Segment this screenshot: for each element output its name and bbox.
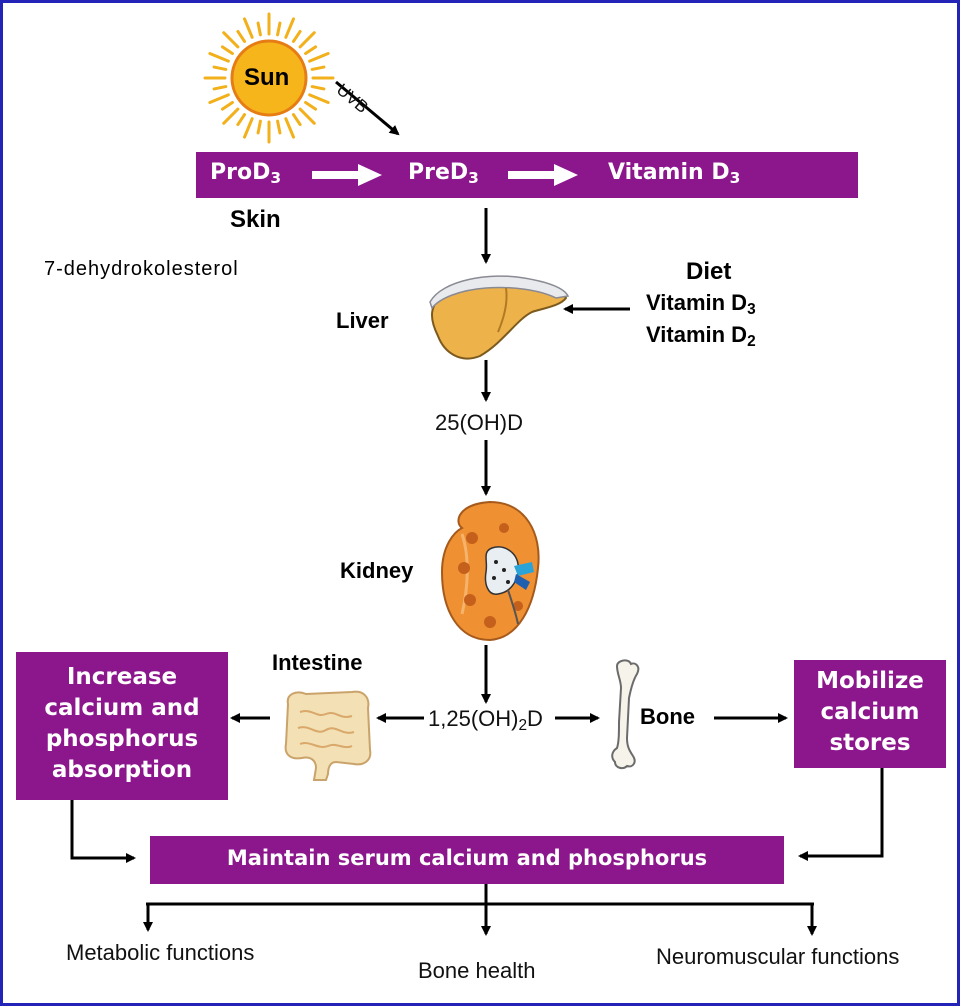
sun-ray xyxy=(298,107,316,125)
mobilize-stores-text: Mobilize calcium stores xyxy=(816,668,924,756)
sun-ray xyxy=(212,65,228,71)
bone-label: Bone xyxy=(640,704,695,729)
increase-absorption-text: Increase calcium and phosphorus absorpti… xyxy=(44,664,200,783)
sun-ray xyxy=(243,17,254,39)
sun-ray xyxy=(276,119,282,135)
sun-ray xyxy=(284,17,295,39)
sun-ray xyxy=(208,93,230,104)
vitamin-d3-label: Vitamin D3 xyxy=(608,160,741,187)
bone-icon xyxy=(611,659,640,770)
sun-ray xyxy=(236,29,247,43)
sun-ray xyxy=(291,113,302,127)
sun-ray xyxy=(304,45,318,56)
liver-icon xyxy=(429,275,570,360)
sun-ray xyxy=(256,119,262,135)
diet-vitamin-d3: Vitamin D3 xyxy=(646,290,756,318)
skin-label: Skin xyxy=(230,206,281,233)
sun-ray xyxy=(222,107,240,125)
sun-ray xyxy=(310,65,326,71)
prod-to-pred-arrow xyxy=(312,164,382,186)
sun-ray xyxy=(236,113,247,127)
sun-ray xyxy=(208,52,230,63)
pred-to-vitd-arrow xyxy=(508,164,578,186)
sun-ray xyxy=(308,52,330,63)
diet-title: Diet xyxy=(686,258,732,285)
sun-ray xyxy=(276,21,282,37)
outcome-bone-health: Bone health xyxy=(418,958,536,983)
sun-ray xyxy=(212,85,228,91)
liver-label: Liver xyxy=(336,308,389,333)
sun-ray xyxy=(308,93,330,104)
sun-ray xyxy=(256,21,262,37)
right-box-to-maintain-arrow xyxy=(798,768,884,861)
kidney-label: Kidney xyxy=(340,558,414,583)
kidney-icon xyxy=(440,500,540,642)
pred3-label: PreD3 xyxy=(408,160,479,187)
maintain-banner xyxy=(150,836,784,884)
sun-ray xyxy=(243,117,254,139)
maintain-banner-text: Maintain serum calcium and phosphorus xyxy=(226,846,708,870)
sun-ray xyxy=(310,85,326,91)
intestine-label: Intestine xyxy=(272,650,363,675)
increase-absorption-box xyxy=(16,652,228,800)
annotation-7-dehydrokolesterol: 7-dehydrokolesterol xyxy=(44,258,239,280)
sun-icon xyxy=(203,12,335,144)
sun-label: Sun xyxy=(244,64,290,91)
sun-ray xyxy=(284,117,295,139)
left-box-to-maintain-arrow xyxy=(70,800,136,863)
sun-ray xyxy=(220,100,234,111)
outcome-neuromuscular-functions: Neuromuscular functions xyxy=(656,944,900,969)
prod3-label: ProD3 xyxy=(210,160,282,187)
metabolite-25ohd: 25(OH)D xyxy=(435,410,524,435)
diet-vitamin-d2: Vitamin D2 xyxy=(646,322,756,350)
sun-ray xyxy=(298,31,316,49)
sun-ray xyxy=(222,31,240,49)
metabolite-125oh2d: 1,25(OH)2D xyxy=(428,706,543,734)
sun-ray xyxy=(291,29,302,43)
outcome-metabolic-functions: Metabolic functions xyxy=(66,940,255,965)
intestine-icon xyxy=(284,690,372,781)
sun-ray xyxy=(220,45,234,56)
uvb-arrow xyxy=(335,80,400,136)
sun-ray xyxy=(304,100,318,111)
mobilize-stores-box xyxy=(794,660,946,768)
